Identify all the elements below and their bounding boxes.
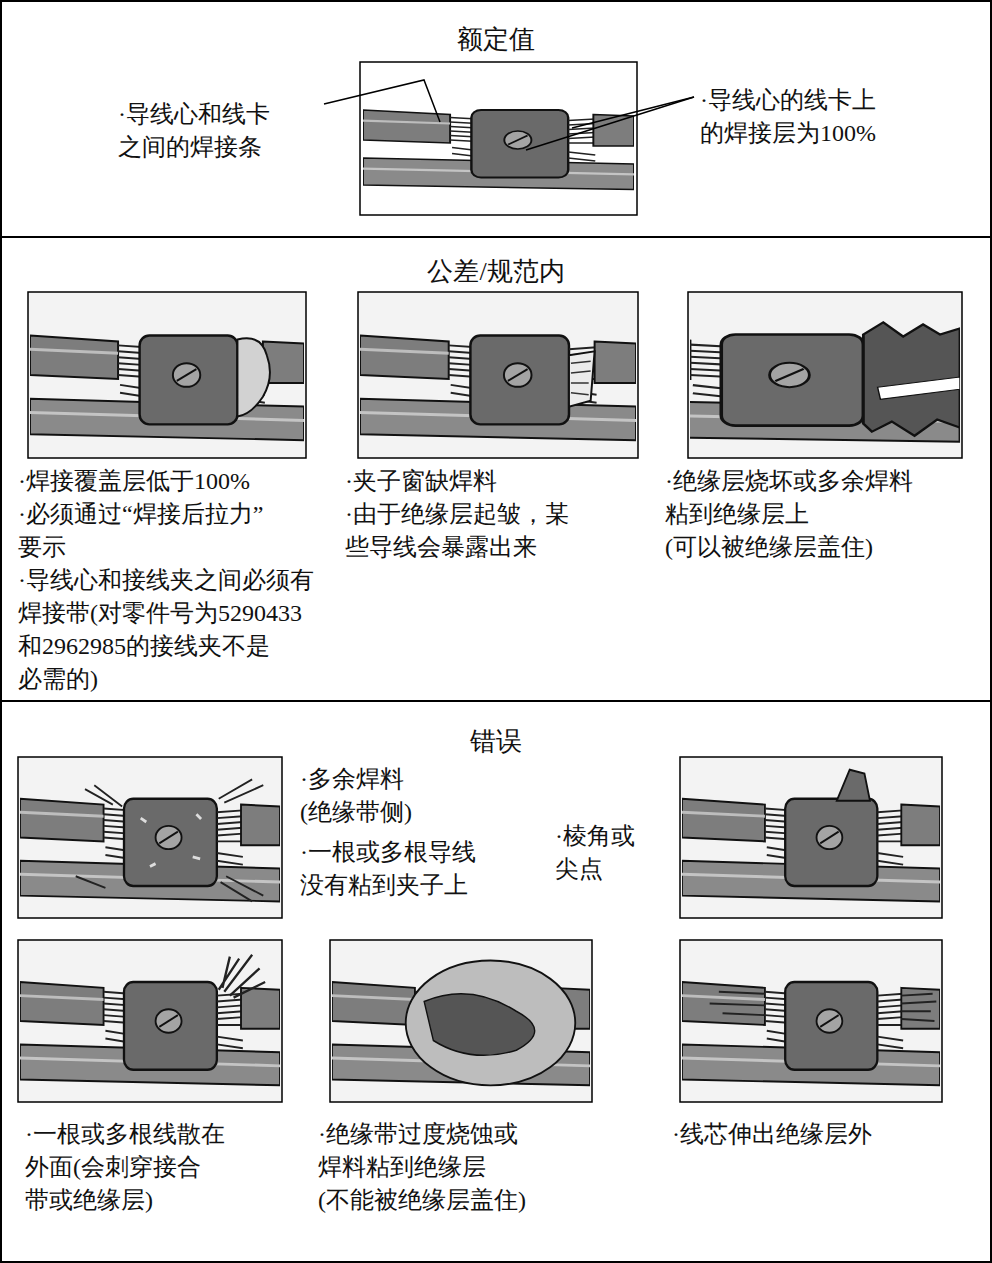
burned-insulation	[863, 322, 960, 435]
caption-text: ·必须通过“焊接后拉力” 要示	[18, 498, 268, 564]
exposed-band	[878, 377, 960, 399]
caption-text: ·一根或多根导线 没有粘到夹子上	[300, 836, 480, 902]
protruding-strands	[710, 992, 937, 1021]
caption-text: ·绝缘带过度烧蚀或 焊料粘到绝缘层 (不能被绝缘层盖住)	[318, 1118, 530, 1217]
caption-text: ·导线心的线卡上 的焊接层为100%	[700, 84, 880, 150]
caption-text: ·导线心和接线夹之间必须有 焊接带(对零件号为5290433 和2962985的…	[18, 564, 318, 696]
caption-text: ·多余焊料 (绝缘带侧)	[300, 763, 416, 829]
loose-strands	[219, 955, 265, 998]
leader-line	[526, 97, 694, 150]
photo-frame	[18, 757, 282, 918]
caption-text: ·线芯伸出绝缘层外	[672, 1118, 876, 1151]
splice-photo	[332, 961, 590, 1086]
caption-text: ·一根或多根线散在 外面(会刺穿接合 带或绝缘层)	[25, 1118, 229, 1217]
photo-frame	[28, 292, 306, 458]
caption-text: ·导线心和线卡 之间的焊接条	[118, 98, 274, 164]
splice-photo	[20, 955, 280, 1086]
splice-photo	[682, 982, 940, 1085]
caption-text: ·焊接覆盖层低于100%	[18, 465, 254, 498]
photo-frame	[680, 757, 942, 918]
missing-solder	[569, 351, 595, 406]
section-heading: 错误	[2, 726, 990, 758]
photo-frame	[680, 940, 942, 1102]
leader-line	[572, 97, 694, 128]
caption-text: ·由于绝缘层起皱，某 些导线会暴露出来	[345, 498, 573, 564]
splice-photo	[562, 322, 960, 441]
splice-photo	[360, 336, 636, 441]
photo-frame	[358, 292, 638, 458]
caption-text: ·绝缘层烧坏或多余焊料 粘到绝缘层上 (可以被绝缘层盖住)	[665, 465, 917, 564]
splice-photo	[20, 779, 280, 901]
solder-blob	[237, 338, 269, 416]
section-heading: 额定值	[2, 24, 990, 56]
splice-photo	[682, 770, 940, 902]
caption-text: ·夹子窗缺焊料	[345, 465, 501, 498]
solder-spike	[837, 770, 870, 801]
caption-text: ·棱角或 尖点	[555, 820, 639, 886]
solder-spots	[141, 814, 201, 866]
loose-strands	[76, 779, 264, 901]
leader-line	[324, 80, 440, 122]
splice-photo	[30, 336, 304, 441]
burned-area	[424, 994, 535, 1056]
photo-frame	[330, 940, 592, 1102]
strands	[571, 361, 591, 395]
solder-overflow	[406, 961, 576, 1086]
photo-frame	[18, 940, 282, 1102]
section-heading: 公差/规范内	[2, 256, 990, 288]
